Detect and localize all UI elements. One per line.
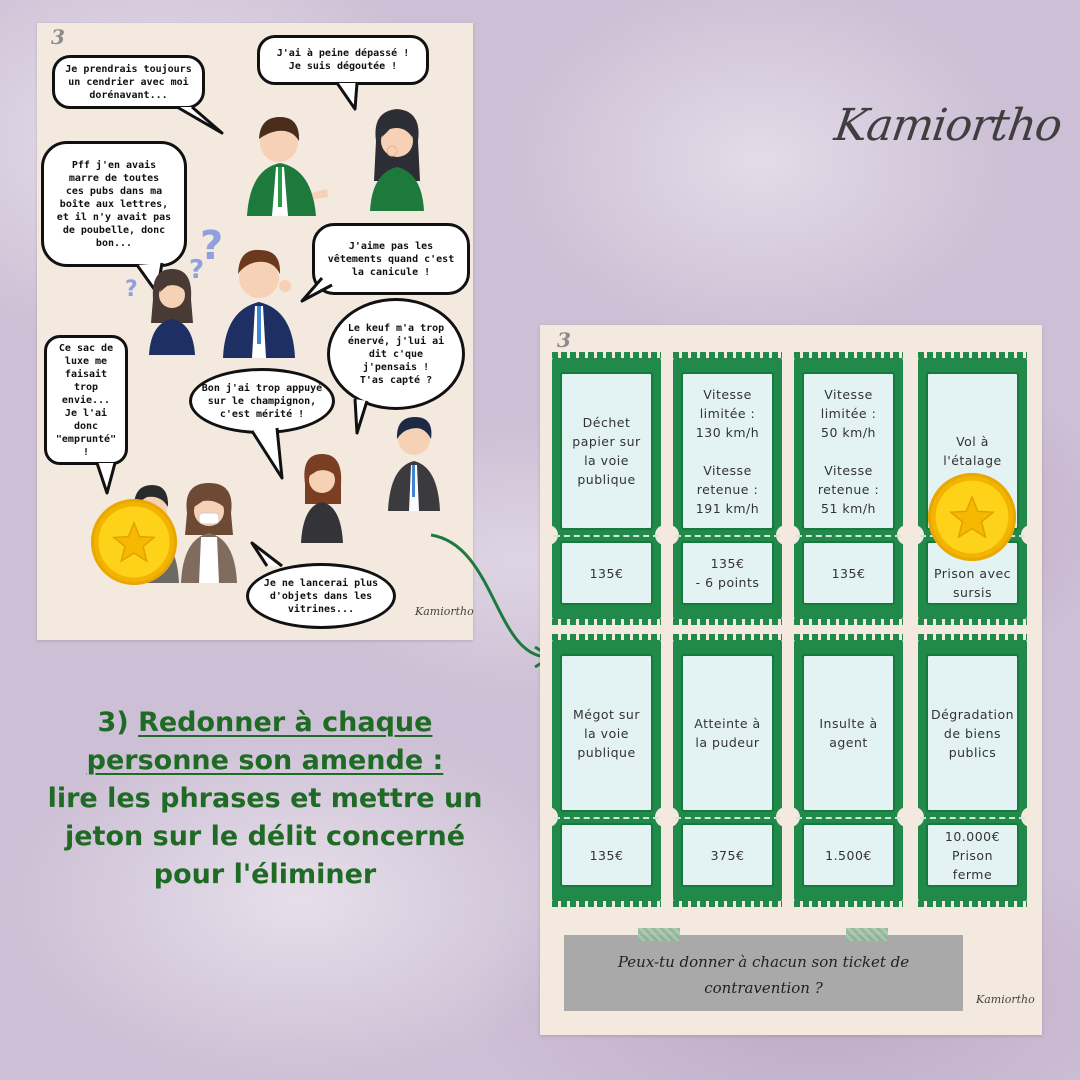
- ticket-5[interactable]: Mégot sur la voie publique 135€: [546, 634, 667, 907]
- tape-right: [846, 928, 888, 941]
- ticket-7[interactable]: Insulte à agent 1.500€: [788, 634, 909, 907]
- ticket-offense: Vitesse limitée : 50 km/h Vitesse retenu…: [802, 372, 895, 530]
- person-woman-dark-suit: [301, 454, 343, 543]
- ticket-offense: Déchet papier sur la voie publique: [560, 372, 653, 530]
- bubble-speed: Bon j'ai trop appuyé sur le champignon, …: [189, 368, 335, 434]
- person-woman-green: [370, 109, 424, 211]
- bubble-clothes: J'aime pas les vêtements quand c'est la …: [312, 223, 470, 295]
- sheet-tickets: 3 Déchet papier sur la voie publique 135…: [540, 325, 1042, 1035]
- ticket-fine: 135€ - 6 points: [681, 541, 774, 605]
- note-text: Peux-tu donner à chacun son ticket de co…: [617, 953, 910, 997]
- person-man-thinking: [223, 249, 295, 358]
- person-man-dark-suit: [388, 417, 440, 511]
- tape-left: [638, 928, 680, 941]
- ticket-offense: Atteinte à la pudeur: [681, 654, 774, 812]
- instruction-note: Peux-tu donner à chacun son ticket de co…: [564, 935, 963, 1011]
- person-man-green-pointing: [247, 117, 328, 216]
- ticket-6[interactable]: Atteinte à la pudeur 375€: [667, 634, 788, 907]
- bubble-windows: Je ne lancerai plus d'objets dans les vi…: [246, 563, 396, 629]
- bubble-bag: Ce sac de luxe me faisait trop envie... …: [44, 335, 128, 465]
- question-mark-small: ?: [125, 277, 138, 302]
- ticket-fine: 375€: [681, 823, 774, 887]
- ticket-fine: 135€: [560, 541, 653, 605]
- ticket-fine: 135€: [802, 541, 895, 605]
- bubble-cop: Le keuf m'a trop énervé, j'lui ai dit c'…: [327, 298, 465, 410]
- ticket-8[interactable]: Dégradation de biens publics 10.000€ Pri…: [912, 634, 1033, 907]
- page-number: 3: [51, 25, 65, 49]
- caption-underlined-2: personne son amende :: [86, 745, 444, 776]
- ticket-offense: Dégradation de biens publics: [926, 654, 1019, 812]
- sheet-dialogues: 3 Je prendrais toujours un cendrier avec…: [37, 23, 474, 640]
- person-woman-thinking: [149, 269, 195, 355]
- page-number-2: 3: [557, 328, 571, 352]
- bubble-tails: [95, 82, 369, 568]
- coin-star-icon: [91, 499, 177, 585]
- ticket-offense: Mégot sur la voie publique: [560, 654, 653, 812]
- ticket-offense: Insulte à agent: [802, 654, 895, 812]
- sheet-signature-2: Kamiortho: [976, 993, 1035, 1006]
- ticket-fine: 1.500€: [802, 823, 895, 887]
- question-mark-medium: ?: [189, 255, 205, 285]
- coin-star-icon[interactable]: [928, 473, 1016, 561]
- ticket-fine: 135€: [560, 823, 653, 887]
- caption-number: 3): [97, 707, 129, 738]
- caption-underlined-1: Redonner à chaque: [138, 707, 433, 738]
- bubble-overtook: J'ai à peine dépassé ! Je suis dégoutée …: [257, 35, 429, 85]
- caption-body: lire les phrases et mettre un jeton sur …: [47, 783, 483, 890]
- sheet-signature: Kamiortho: [415, 605, 474, 618]
- ticket-2[interactable]: Vitesse limitée : 130 km/h Vitesse reten…: [667, 352, 788, 625]
- ticket-fine: 10.000€ Prison ferme: [926, 823, 1019, 887]
- bubble-ashtray: Je prendrais toujours un cendrier avec m…: [52, 55, 205, 109]
- bubble-ads: Pff j'en avais marre de toutes ces pubs …: [41, 141, 187, 267]
- ticket-3[interactable]: Vitesse limitée : 50 km/h Vitesse retenu…: [788, 352, 909, 625]
- question-mark-large: ?: [200, 223, 224, 269]
- ticket-1[interactable]: Déchet papier sur la voie publique 135€: [546, 352, 667, 625]
- ticket-offense: Vitesse limitée : 130 km/h Vitesse reten…: [681, 372, 774, 530]
- instruction-caption: 3) Redonner à chaque personne son amende…: [20, 704, 510, 894]
- brand-signature: Kamiortho: [831, 100, 1065, 151]
- person-woman-mask: [181, 483, 237, 583]
